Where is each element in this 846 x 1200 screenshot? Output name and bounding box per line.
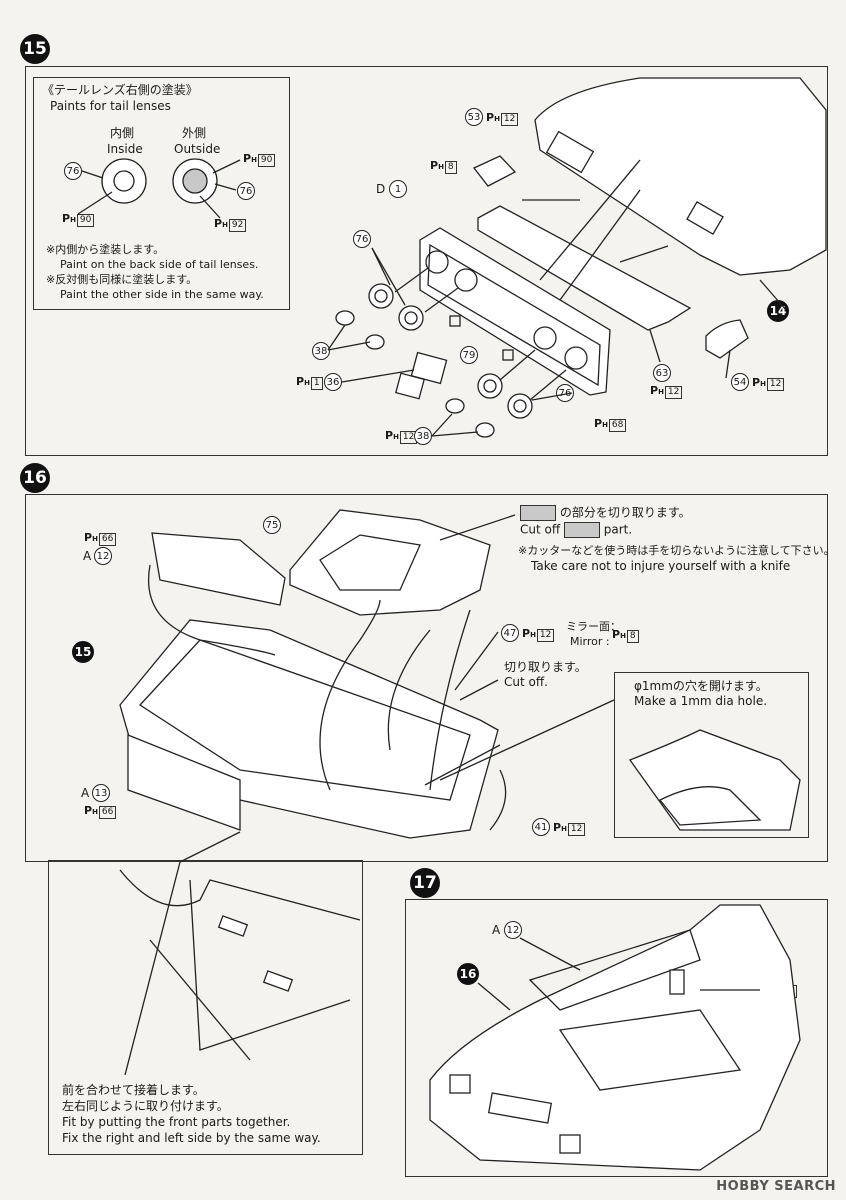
outside-en: Outside [174, 142, 221, 156]
fit-en-2: Fix the right and left side by the same … [62, 1131, 321, 1145]
inset-title-en: Paints for tail lenses [50, 99, 171, 113]
note2-jp: ※反対側も同様に塗装します。 [46, 273, 198, 286]
part-a12: 12 [94, 547, 112, 565]
lens-inside-outer [101, 158, 147, 204]
part-36: 36 [324, 373, 342, 391]
fit-jp-1: 前を合わせて接着します。 [62, 1083, 205, 1097]
lens-outside-inner [182, 168, 208, 194]
hole-inset-frame [614, 672, 809, 838]
note1-jp: ※内側から塗装します。 [46, 243, 165, 256]
outside-jp: 外側 [182, 126, 207, 140]
part-47: 47 [501, 624, 519, 642]
part-76-inset-b: 76 [237, 182, 255, 200]
note1-en: Paint on the back side of tail lenses. [60, 258, 259, 271]
part-d1: 1 [389, 180, 407, 198]
part-76-inset-a: 76 [64, 162, 82, 180]
mirror-en: Mirror : [570, 635, 610, 648]
lens-inside-inner [113, 170, 135, 192]
step-16-badge: 16 [20, 463, 50, 493]
part-a13: 13 [92, 784, 110, 802]
cutoff-en: Cut off. [504, 675, 548, 689]
cut-instr-en: Cut off part. [520, 522, 632, 538]
a-label-17: A [492, 923, 501, 937]
note2-en: Paint the other side in the same way. [60, 288, 264, 301]
part-a12-17: 12 [504, 921, 522, 939]
a-label-12: A [83, 549, 92, 563]
part-76-a: 76 [353, 230, 371, 248]
hole-en: Make a 1mm dia hole. [634, 694, 768, 708]
part-41: 41 [532, 818, 550, 836]
inset-title-jp: 《テールレンズ右側の塗装》 [42, 83, 198, 97]
cutoff-jp: 切り取ります。 [504, 660, 587, 674]
step-16-ref: 16 [457, 963, 479, 985]
paint-inset-frame [33, 77, 290, 310]
step-17-badge: 17 [410, 868, 440, 898]
watermark: HOBBY SEARCH [716, 1179, 836, 1194]
step-17-frame [405, 899, 828, 1177]
step-15-frame [25, 66, 828, 456]
part-53: 53 [465, 108, 483, 126]
care-jp: ※カッターなどを使う時は手を切らないように注意して下さい。 [518, 544, 835, 557]
mirror-jp: ミラー面： [566, 620, 621, 633]
cut-suffix: part. [603, 522, 633, 537]
part-54: 54 [731, 373, 749, 391]
part-75: 75 [263, 516, 281, 534]
cut-swatch-icon [520, 505, 556, 521]
step-16-frame [25, 494, 828, 862]
cut-swatch-icon-2 [563, 522, 600, 538]
d-label: D [376, 182, 386, 196]
a-label-13: A [81, 786, 90, 800]
fit-inset-frame [48, 860, 363, 1155]
part-38-b: 38 [414, 427, 432, 445]
inside-en: Inside [107, 142, 143, 156]
part-63: 63 [653, 364, 671, 382]
step-15-ref: 15 [72, 641, 94, 663]
fit-jp-2: 左右同じように取り付けます。 [62, 1099, 229, 1113]
part-79: 79 [460, 346, 478, 364]
part-76-b: 76 [556, 384, 574, 402]
care-en: Take care not to injure yourself with a … [531, 559, 791, 573]
part-38-a: 38 [312, 342, 330, 360]
step-15-badge: 15 [20, 34, 50, 64]
hole-jp: φ1mmの穴を開けます。 [634, 679, 768, 693]
inside-jp: 内側 [110, 126, 135, 140]
fit-en-1: Fit by putting the front parts together. [62, 1115, 291, 1129]
cut-instr-jp: の部分を切り取ります。 [520, 505, 691, 521]
cut-prefix: Cut off [520, 522, 561, 537]
cut-instr-jp-text: の部分を切り取ります。 [559, 505, 691, 520]
